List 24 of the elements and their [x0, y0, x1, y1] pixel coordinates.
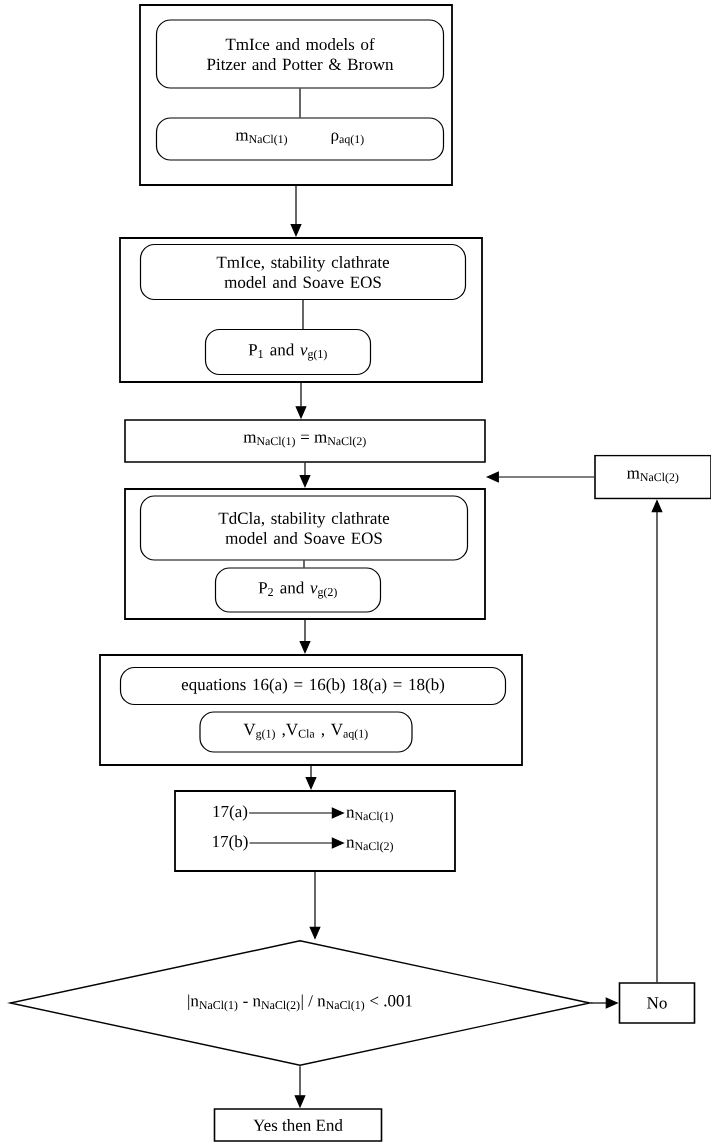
process-box: Yes then End: [213, 1108, 383, 1142]
group-box: [99, 654, 523, 766]
rounded-box: m$_{NaCl(1)}$ ρ$_{aq(1)}$: [155, 117, 445, 161]
formula-text: n$_{NaCl(1)}$: [346, 809, 393, 823]
rounded-box: equations 16(a) = 16(b) 18(a) = 18(b): [119, 666, 507, 706]
connector-line: [303, 560, 305, 568]
group-box: [139, 4, 453, 186]
formula-text: 17(b): [213, 835, 248, 851]
connector-line: [302, 299, 304, 330]
rounded-box: TmIce and models of Pitzer and Potter & Brown: [155, 19, 445, 89]
process-box: No: [618, 982, 696, 1024]
group-box: [119, 237, 483, 383]
rounded-box: TmIce, stability clathrate model and Soave EOS: [139, 243, 467, 301]
process-box: m$_{NaCl(1)}$ = m$_{NaCl(2)}$: [124, 419, 486, 463]
formula-text: 17(a): [213, 805, 248, 821]
rounded-box: V$_{g(1)}$ ,V$_{Cla}$ , V$_{aq(1)}$: [199, 711, 413, 753]
group-box: [174, 790, 456, 872]
connector-line: [299, 88, 301, 118]
rounded-box: P$_{1}$ and v$_{g(1)}$: [204, 328, 372, 376]
process-box: m$_{NaCl(2)}$: [594, 454, 711, 500]
rounded-box: P$_{2}$ and v$_{g(2)}$: [214, 567, 382, 613]
group-box: [124, 488, 486, 620]
rounded-box: TdCla, stability clathrate model and Soave EOS: [139, 495, 469, 561]
formula-text: n$_{NaCl(2)}$: [346, 839, 393, 853]
